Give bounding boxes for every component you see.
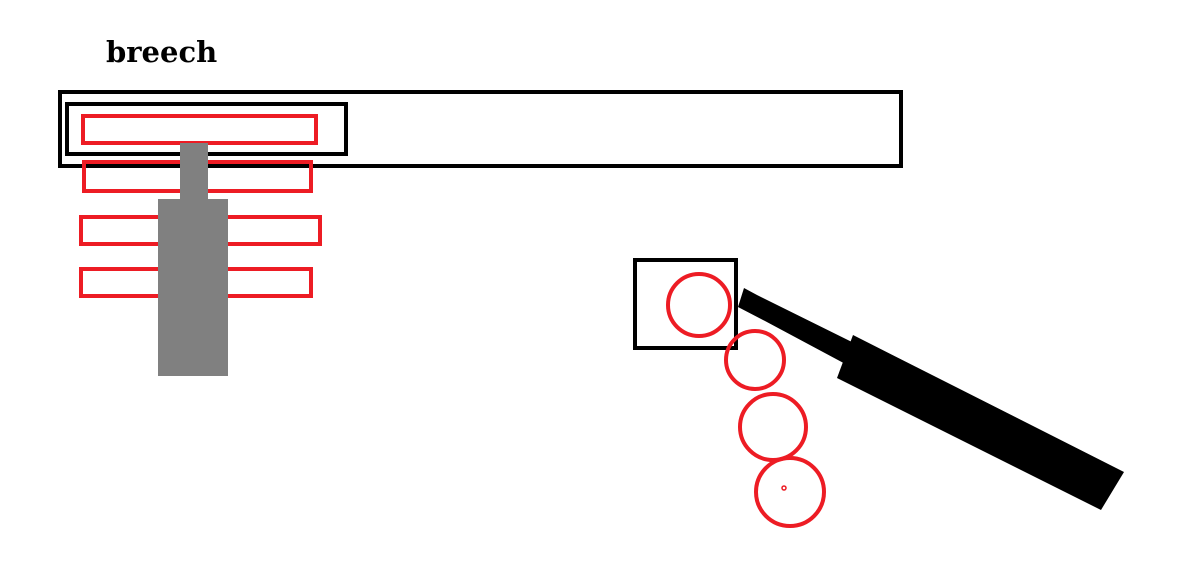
rod-stem <box>180 143 208 203</box>
tool-shaft <box>738 288 862 367</box>
red-circle-1 <box>666 272 732 338</box>
red-circle-3 <box>738 392 808 462</box>
tool-assembly <box>633 258 1124 528</box>
small-box <box>633 258 738 350</box>
breech-tube <box>58 90 903 168</box>
breech-assembly <box>58 90 903 376</box>
red-plate-1 <box>81 114 318 145</box>
red-circle-4 <box>754 456 826 528</box>
breech-label: breech <box>106 35 218 69</box>
tool-handle <box>837 335 1124 510</box>
rod-body <box>158 199 228 376</box>
red-dot <box>781 485 787 491</box>
red-circle-2 <box>724 329 786 391</box>
